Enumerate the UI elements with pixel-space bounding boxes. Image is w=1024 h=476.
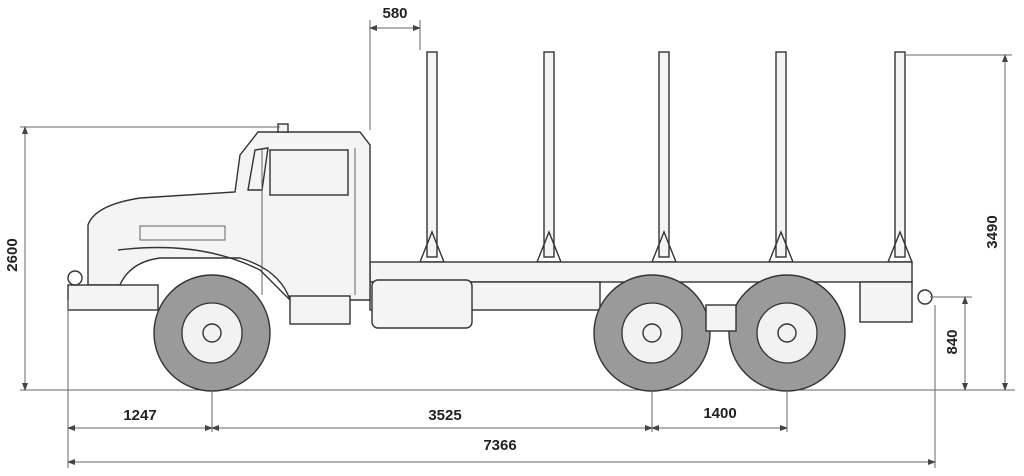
dimension-580: 580	[369, 5, 421, 130]
suspension	[705, 304, 737, 332]
dimension-7366: 7366	[483, 437, 516, 454]
tow-hitch	[917, 289, 933, 305]
svg-text:840: 840	[944, 329, 961, 354]
dimension-1247: 1247	[123, 407, 156, 424]
dimension-2600: 2600	[4, 126, 280, 391]
cab-window	[269, 149, 349, 196]
step	[289, 295, 351, 325]
hood-grille	[139, 225, 226, 241]
stake	[418, 51, 446, 263]
dimension-840: 840	[930, 296, 972, 391]
svg-text:2600: 2600	[4, 238, 21, 271]
front-bumper	[67, 284, 159, 311]
svg-text:3490: 3490	[984, 215, 1001, 248]
stake	[886, 51, 914, 263]
dimension-1400: 1400	[703, 405, 736, 422]
log-stakes	[418, 51, 914, 263]
stake	[767, 51, 795, 263]
front-wheel	[153, 274, 271, 392]
stake	[650, 51, 678, 263]
chassis-frame	[369, 261, 933, 329]
dimension-3490: 3490	[905, 54, 1012, 391]
svg-text:580: 580	[382, 5, 407, 22]
fuel-tank	[371, 279, 473, 329]
windshield	[247, 147, 269, 191]
rear-wheel-1	[593, 274, 711, 392]
stake	[535, 51, 563, 263]
rear-wheel-2	[728, 274, 846, 392]
bottom-dimensions: 1247 3525 1400 7366	[67, 300, 936, 468]
dimension-3525: 3525	[428, 407, 461, 424]
cab	[67, 123, 371, 325]
